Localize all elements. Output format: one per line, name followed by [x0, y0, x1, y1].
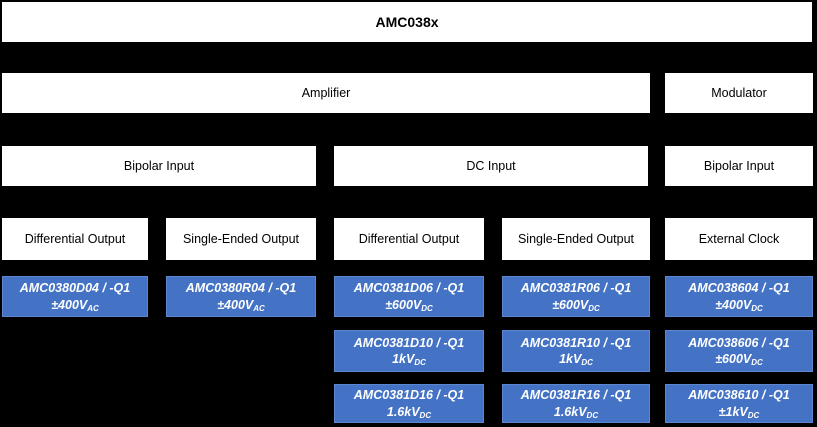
function-box-modulator: Modulator	[665, 73, 813, 113]
input-label-dc: DC Input	[466, 158, 516, 173]
part-box-amc0381r06: AMC0381R06 / -Q1 ±600VDC	[502, 276, 650, 317]
output-label-col4: Single-Ended Output	[517, 231, 635, 246]
part-voltage: 1.6kVDC	[386, 404, 432, 420]
part-box-amc0381r16: AMC0381R16 / -Q1 1.6kVDC	[502, 384, 650, 423]
output-label-col5: External Clock	[698, 231, 780, 246]
function-label-modulator: Modulator	[711, 85, 767, 100]
part-voltage: 1kVDC	[392, 352, 426, 367]
output-label-col2: Single-Ended Output	[182, 231, 300, 246]
part-number: AMC038610 / -Q1	[688, 388, 790, 403]
part-number: AMC0381R10 / -Q1	[520, 335, 632, 350]
part-voltage: ±600VDC	[715, 352, 763, 367]
part-voltage: ±600VDC	[385, 297, 433, 313]
part-box-amc038610: AMC038610 / -Q1 ±1kVDC	[665, 384, 813, 423]
part-box-amc038606: AMC038606 / -Q1 ±600VDC	[665, 330, 813, 372]
family-title: AMC038x	[375, 13, 439, 30]
part-voltage: ±1kVDC	[718, 404, 760, 420]
input-label-bipolar-right: Bipolar Input	[703, 158, 775, 173]
part-box-amc0381d16: AMC0381D16 / -Q1 1.6kVDC	[334, 384, 484, 423]
part-box-amc0380d04: AMC0380D04 / -Q1 ±400VAC	[2, 276, 148, 317]
output-box-col3: Differential Output	[334, 218, 484, 260]
part-number: AMC038604 / -Q1	[688, 281, 790, 296]
part-number: AMC038606 / -Q1	[688, 335, 790, 350]
part-box-amc0380r04: AMC0380R04 / -Q1 ±400VAC	[166, 276, 316, 317]
part-number: AMC0381R16 / -Q1	[520, 388, 632, 403]
part-number: AMC0381D06 / -Q1	[353, 281, 465, 296]
output-label-col1: Differential Output	[24, 231, 126, 246]
part-voltage: ±600VDC	[552, 297, 600, 313]
part-number: AMC0380R04 / -Q1	[185, 281, 297, 296]
part-voltage: ±400VAC	[217, 297, 265, 313]
part-voltage: ±400VDC	[715, 297, 763, 313]
output-box-col5: External Clock	[665, 218, 813, 260]
part-voltage: ±400VAC	[51, 297, 99, 313]
output-box-col1: Differential Output	[2, 218, 148, 260]
function-box-amplifier: Amplifier	[2, 73, 650, 113]
part-box-amc038604: AMC038604 / -Q1 ±400VDC	[665, 276, 813, 317]
input-box-bipolar-right: Bipolar Input	[665, 146, 813, 186]
part-box-amc0381r10: AMC0381R10 / -Q1 1kVDC	[502, 330, 650, 372]
part-number: AMC0381D16 / -Q1	[353, 388, 465, 403]
function-label-amplifier: Amplifier	[301, 85, 351, 100]
part-box-amc0381d10: AMC0381D10 / -Q1 1kVDC	[334, 330, 484, 372]
output-label-col3: Differential Output	[358, 231, 460, 246]
output-box-col2: Single-Ended Output	[166, 218, 316, 260]
input-box-bipolar-left: Bipolar Input	[2, 146, 316, 186]
part-box-amc0381d06: AMC0381D06 / -Q1 ±600VDC	[334, 276, 484, 317]
part-voltage: 1.6kVDC	[553, 404, 599, 420]
input-label-bipolar-left: Bipolar Input	[123, 158, 195, 173]
part-number: AMC0381D10 / -Q1	[353, 335, 465, 350]
part-voltage: 1kVDC	[559, 352, 593, 367]
family-title-box: AMC038x	[2, 2, 812, 42]
part-number: AMC0381R06 / -Q1	[520, 281, 632, 296]
output-box-col4: Single-Ended Output	[502, 218, 650, 260]
part-number: AMC0380D04 / -Q1	[19, 281, 131, 296]
input-box-dc: DC Input	[334, 146, 648, 186]
